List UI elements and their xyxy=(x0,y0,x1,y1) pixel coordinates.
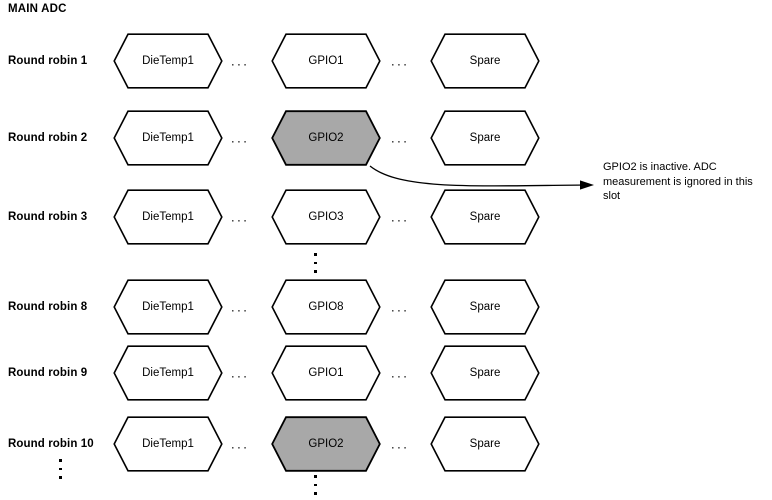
row-label-round-robin-9: Round robin 9 xyxy=(8,367,88,379)
hexagon-shape xyxy=(271,189,381,245)
column-ellipsis-1: ... xyxy=(231,53,250,69)
slot-hexagon-gpio-r8[interactable]: GPIO8 xyxy=(271,279,381,335)
table-row: Round robin 8 DieTemp1 ... GPIO8 ... Spa… xyxy=(0,279,560,335)
hexagon-shape xyxy=(113,110,223,166)
rows-continue-bottom-icon xyxy=(314,475,318,495)
hexagon-shape xyxy=(430,189,540,245)
column-ellipsis-2: ... xyxy=(391,299,410,315)
table-row: Round robin 9 DieTemp1 ... GPIO1 ... Spa… xyxy=(0,345,560,401)
table-row: Round robin 10 DieTemp1 ... GPIO2 ... Sp… xyxy=(0,416,560,472)
slot-hexagon-spare-r8[interactable]: Spare xyxy=(430,279,540,335)
rows-continue-middle-icon xyxy=(314,253,318,273)
slot-hexagon-spare-r10[interactable]: Spare xyxy=(430,416,540,472)
slot-hexagon-gpio-r1[interactable]: GPIO1 xyxy=(271,33,381,89)
column-ellipsis-2: ... xyxy=(391,365,410,381)
hexagon-shape xyxy=(271,279,381,335)
hexagon-shape xyxy=(271,345,381,401)
hexagon-shape xyxy=(271,33,381,89)
slot-hexagon-dietemp1-r3[interactable]: DieTemp1 xyxy=(113,189,223,245)
table-row: Round robin 2 DieTemp1 ... GPIO2 ... Spa… xyxy=(0,110,560,166)
slot-hexagon-spare-r1[interactable]: Spare xyxy=(430,33,540,89)
column-ellipsis-2: ... xyxy=(391,436,410,452)
column-ellipsis-1: ... xyxy=(231,130,250,146)
hexagon-shape xyxy=(430,279,540,335)
column-ellipsis-2: ... xyxy=(391,53,410,69)
column-ellipsis-1: ... xyxy=(231,365,250,381)
hexagon-shape xyxy=(430,345,540,401)
hexagon-shape xyxy=(113,416,223,472)
hexagon-shape-inactive xyxy=(271,416,381,472)
column-ellipsis-1: ... xyxy=(231,209,250,225)
column-ellipsis-2: ... xyxy=(391,130,410,146)
column-ellipsis-2: ... xyxy=(391,209,410,225)
slot-hexagon-gpio-r9[interactable]: GPIO1 xyxy=(271,345,381,401)
hexagon-shape-inactive xyxy=(271,110,381,166)
hexagon-shape xyxy=(430,33,540,89)
slot-hexagon-dietemp1-r1[interactable]: DieTemp1 xyxy=(113,33,223,89)
slot-hexagon-spare-r3[interactable]: Spare xyxy=(430,189,540,245)
page-title: MAIN ADC xyxy=(8,3,67,15)
slot-hexagon-dietemp1-r9[interactable]: DieTemp1 xyxy=(113,345,223,401)
hexagon-shape xyxy=(113,279,223,335)
row-label-round-robin-1: Round robin 1 xyxy=(8,55,88,67)
slot-hexagon-dietemp1-r2[interactable]: DieTemp1 xyxy=(113,110,223,166)
row-label-round-robin-10: Round robin 10 xyxy=(8,438,94,450)
slot-hexagon-dietemp1-r8[interactable]: DieTemp1 xyxy=(113,279,223,335)
row-label-round-robin-8: Round robin 8 xyxy=(8,301,88,313)
column-ellipsis-1: ... xyxy=(231,299,250,315)
hexagon-shape xyxy=(430,416,540,472)
hexagon-shape xyxy=(113,33,223,89)
table-row: Round robin 3 DieTemp1 ... GPIO3 ... Spa… xyxy=(0,189,560,245)
slot-hexagon-spare-r2[interactable]: Spare xyxy=(430,110,540,166)
hexagon-shape xyxy=(113,189,223,245)
slot-hexagon-gpio-r3[interactable]: GPIO3 xyxy=(271,189,381,245)
column-ellipsis-1: ... xyxy=(231,436,250,452)
slot-hexagon-gpio2-inactive-r2[interactable]: GPIO2 xyxy=(271,110,381,166)
row-label-round-robin-3: Round robin 3 xyxy=(8,211,88,223)
slot-hexagon-spare-r9[interactable]: Spare xyxy=(430,345,540,401)
slot-hexagon-gpio2-inactive-r10[interactable]: GPIO2 xyxy=(271,416,381,472)
slot-hexagon-dietemp1-r10[interactable]: DieTemp1 xyxy=(113,416,223,472)
rows-continue-labels-icon xyxy=(59,459,63,479)
hexagon-shape xyxy=(113,345,223,401)
hexagon-shape xyxy=(430,110,540,166)
table-row: Round robin 1 DieTemp1 ... GPIO1 ... Spa… xyxy=(0,33,560,89)
annotation-text: GPIO2 is inactive. ADC measurement is ig… xyxy=(603,161,753,202)
row-label-round-robin-2: Round robin 2 xyxy=(8,132,88,144)
